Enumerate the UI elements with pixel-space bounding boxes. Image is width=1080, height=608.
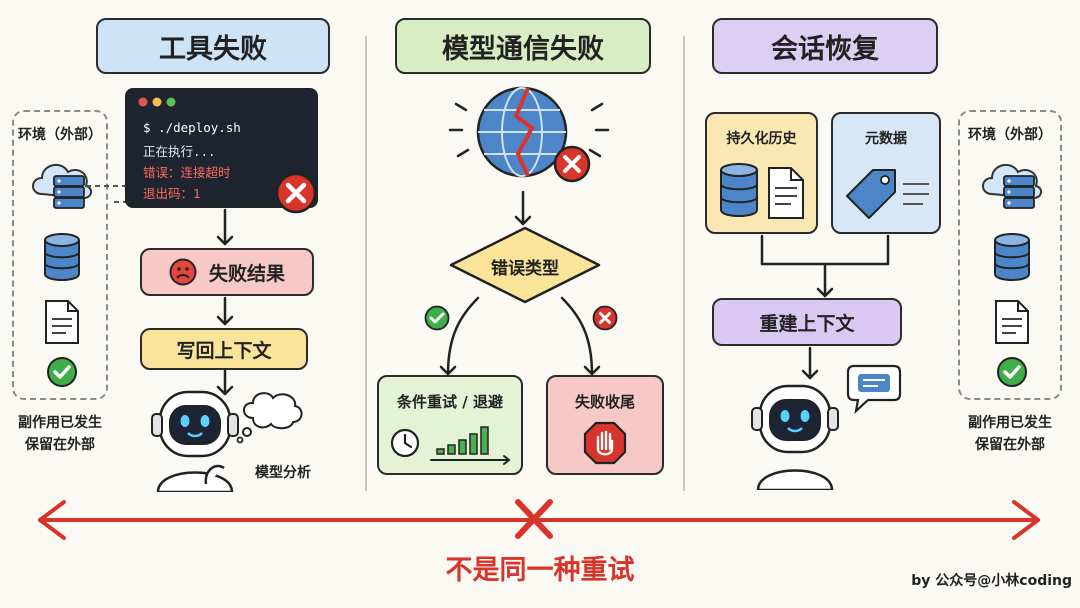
chat-bubble-icon	[846, 364, 902, 414]
not-same-retry-caption: 不是同一种重试	[445, 555, 635, 586]
check-icon	[47, 357, 77, 387]
globe-down-arrow	[514, 190, 532, 226]
persistent-history-label: 持久化历史	[726, 131, 797, 147]
window-dots-icon	[138, 97, 176, 107]
metadata-box: 元数据	[831, 112, 941, 234]
session-recovery-title: 会话恢复	[712, 18, 938, 74]
fail-finish-label: 失败收尾	[574, 393, 635, 411]
author-credit: by 公众号@小林coding	[911, 573, 1072, 589]
stop-hand-icon	[583, 421, 627, 465]
tag-icon	[846, 169, 929, 219]
fail-result-label: 失败结果	[208, 262, 285, 285]
clock-backoff-icon	[390, 426, 511, 465]
persistent-history-box: 持久化历史	[705, 112, 818, 234]
decision-branches	[439, 296, 601, 376]
database-icon	[44, 233, 80, 281]
error-x-icon	[275, 172, 317, 214]
environment-label: 环境（外部）	[18, 127, 102, 143]
model-analysis-label: 模型分析	[255, 465, 311, 481]
retry-check-icon	[424, 305, 450, 331]
left-environment-panel: 环境（外部）	[12, 110, 108, 400]
document-icon	[45, 300, 79, 344]
environment-label: 环境（外部）	[968, 127, 1052, 143]
not-same-retry-arrow	[38, 499, 1040, 540]
fail-finish-box: 失败收尾	[546, 375, 664, 475]
robot-recovery-icon	[751, 384, 839, 490]
merge-connector	[760, 234, 890, 298]
side-effect-line2: 保留在外部	[25, 437, 95, 453]
side-effect-line2: 保留在外部	[975, 437, 1045, 453]
write-back-box: 写回上下文	[140, 328, 308, 370]
right-environment-panel: 环境（外部）	[958, 110, 1062, 400]
tool-failure-title: 工具失败	[96, 18, 330, 74]
cloud-server-icon	[32, 163, 92, 209]
terminal-exit-code: 退出码：1	[143, 186, 201, 201]
model-failure-title: 模型通信失败	[395, 18, 651, 74]
tool-flow-arrows	[216, 208, 234, 396]
robot-thinking-icon	[151, 390, 239, 492]
cloud-server-icon	[982, 163, 1042, 209]
database-icon	[994, 233, 1030, 281]
rebuild-context-box: 重建上下文	[712, 298, 902, 346]
env-connector-dashed	[86, 185, 126, 203]
terminal-running: 正在执行...	[143, 144, 216, 159]
retry-label: 条件重试 / 退避	[397, 393, 503, 411]
thought-bubble-icon	[236, 392, 303, 444]
error-type-label: 错误类型	[491, 259, 559, 279]
side-effect-line1: 副作用已发生	[18, 415, 102, 431]
sad-face-icon	[169, 258, 197, 286]
metadata-label: 元数据	[865, 131, 907, 147]
broken-globe-icon	[448, 86, 610, 183]
check-icon	[997, 357, 1027, 387]
column-divider-right	[683, 36, 685, 491]
rebuild-down-arrow	[801, 346, 819, 380]
history-db-doc-icon	[720, 163, 804, 219]
fail-x-icon	[592, 305, 618, 331]
side-effect-line1: 副作用已发生	[968, 415, 1052, 431]
fail-result-box: 失败结果	[140, 248, 314, 296]
document-icon	[995, 300, 1029, 344]
retry-box: 条件重试 / 退避	[377, 375, 523, 475]
left-side-effect-note: 副作用已发生 保留在外部	[8, 412, 112, 456]
column-divider-left	[365, 36, 367, 491]
right-side-effect-note: 副作用已发生 保留在外部	[956, 412, 1064, 456]
terminal-command: $ ./deploy.sh	[143, 120, 241, 135]
error-type-diamond	[449, 226, 601, 304]
terminal-error: 错误：连接超时	[143, 165, 231, 180]
